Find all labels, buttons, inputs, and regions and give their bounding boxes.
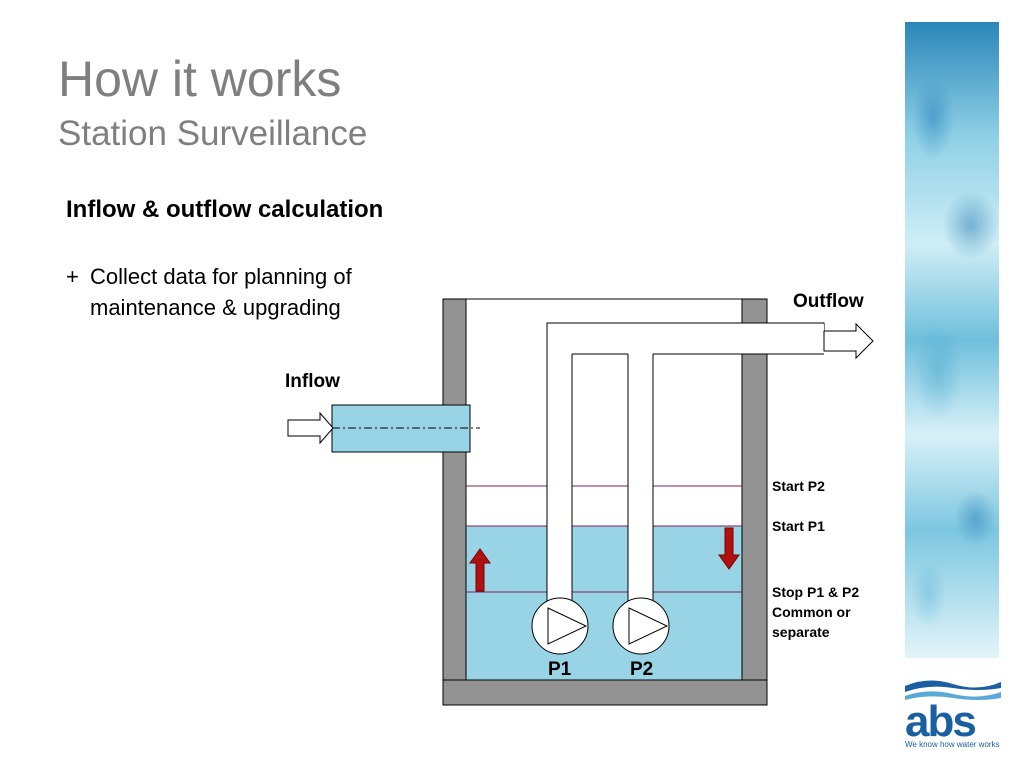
water-body [465, 525, 743, 681]
inflow-arrow [287, 411, 334, 445]
water-photo-strip [905, 22, 999, 658]
tank-floor [442, 679, 768, 706]
label-stop-line2: Common or [772, 604, 851, 620]
outflow-arrow [823, 322, 874, 360]
discharge-pipe-fill-outer [548, 324, 824, 333]
logo-wordmark: abs [905, 697, 977, 746]
falling-level-arrow-icon [718, 527, 740, 570]
label-pump-p2: P2 [630, 659, 653, 680]
tank-wall-left [442, 298, 467, 706]
slide-subtitle: Station Surveillance [58, 114, 368, 153]
label-start-p1: Start P1 [772, 518, 825, 534]
rising-level-arrow-icon [469, 548, 491, 592]
pump-p2-triangle [628, 607, 669, 645]
pipe-left-inner [547, 323, 572, 606]
tank-wall-right [741, 298, 768, 706]
slide-title: How it works [58, 51, 342, 107]
logo-tagline: We know how water works [905, 740, 1000, 749]
plus-icon: + [66, 264, 79, 289]
pump-p1-triangle [547, 607, 588, 645]
label-outflow: Outflow [793, 291, 864, 312]
bullet-text: Collect data for planning of maintenance… [90, 264, 352, 320]
pump-station-diagram: Outflow Inflow Start P2 Start P1 Stop P1… [285, 291, 874, 706]
label-start-p2: Start P2 [772, 478, 825, 494]
label-pump-p1: P1 [548, 659, 572, 680]
wave-logo-icon [905, 680, 1001, 700]
abs-logo: abs We know how water works [903, 676, 1003, 756]
label-stop-line1: Stop P1 & P2 [772, 584, 859, 600]
label-inflow: Inflow [285, 371, 340, 392]
bullet-item: + Collect data for planning of maintenan… [66, 261, 426, 323]
section-heading: Inflow & outflow calculation [66, 196, 384, 223]
discharge-header [572, 333, 824, 606]
label-stop-line3: separate [772, 624, 830, 640]
